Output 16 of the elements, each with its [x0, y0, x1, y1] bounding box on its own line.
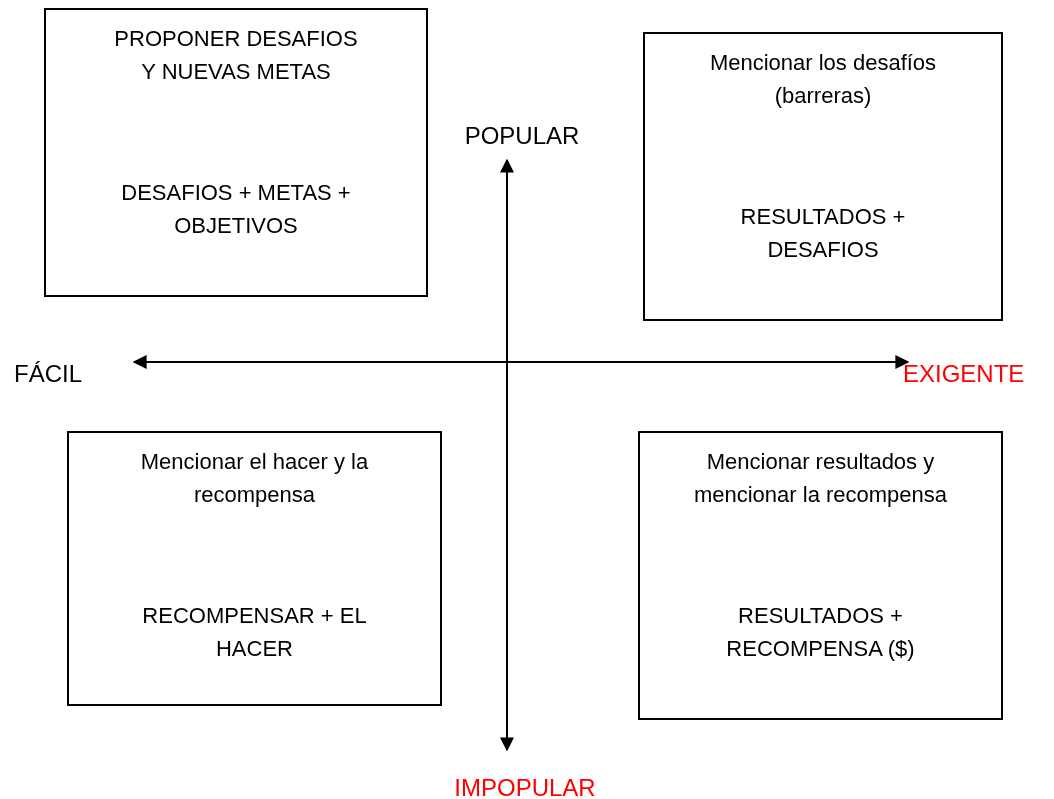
box-body: RECOMPENSAR + EL HACER	[141, 602, 368, 663]
box-body: RESULTADOS + RECOMPENSA ($)	[725, 602, 916, 663]
box-body: DESAFIOS + METAS + OBJETIVOS	[120, 179, 352, 240]
quadrant-box	[638, 431, 1003, 720]
box-heading: Mencionar los desafíos (barreras)	[708, 49, 938, 110]
axis-label: EXIGENTE	[903, 359, 1025, 389]
axis-label: IMPOPULAR	[453, 773, 597, 799]
box-heading: Mencionar resultados y mencionar la recompensa	[692, 448, 949, 509]
axis-label: FÁCIL	[14, 359, 82, 389]
quadrant-box	[44, 8, 428, 297]
box-body: RESULTADOS + DESAFIOS	[739, 203, 907, 264]
quadrant-box	[643, 32, 1003, 321]
quadrant-box	[67, 431, 442, 706]
box-heading: Mencionar el hacer y la recompensa	[139, 448, 370, 509]
box-heading: PROPONER DESAFIOS Y NUEVAS METAS	[113, 25, 359, 86]
axis-label: POPULAR	[463, 121, 581, 151]
